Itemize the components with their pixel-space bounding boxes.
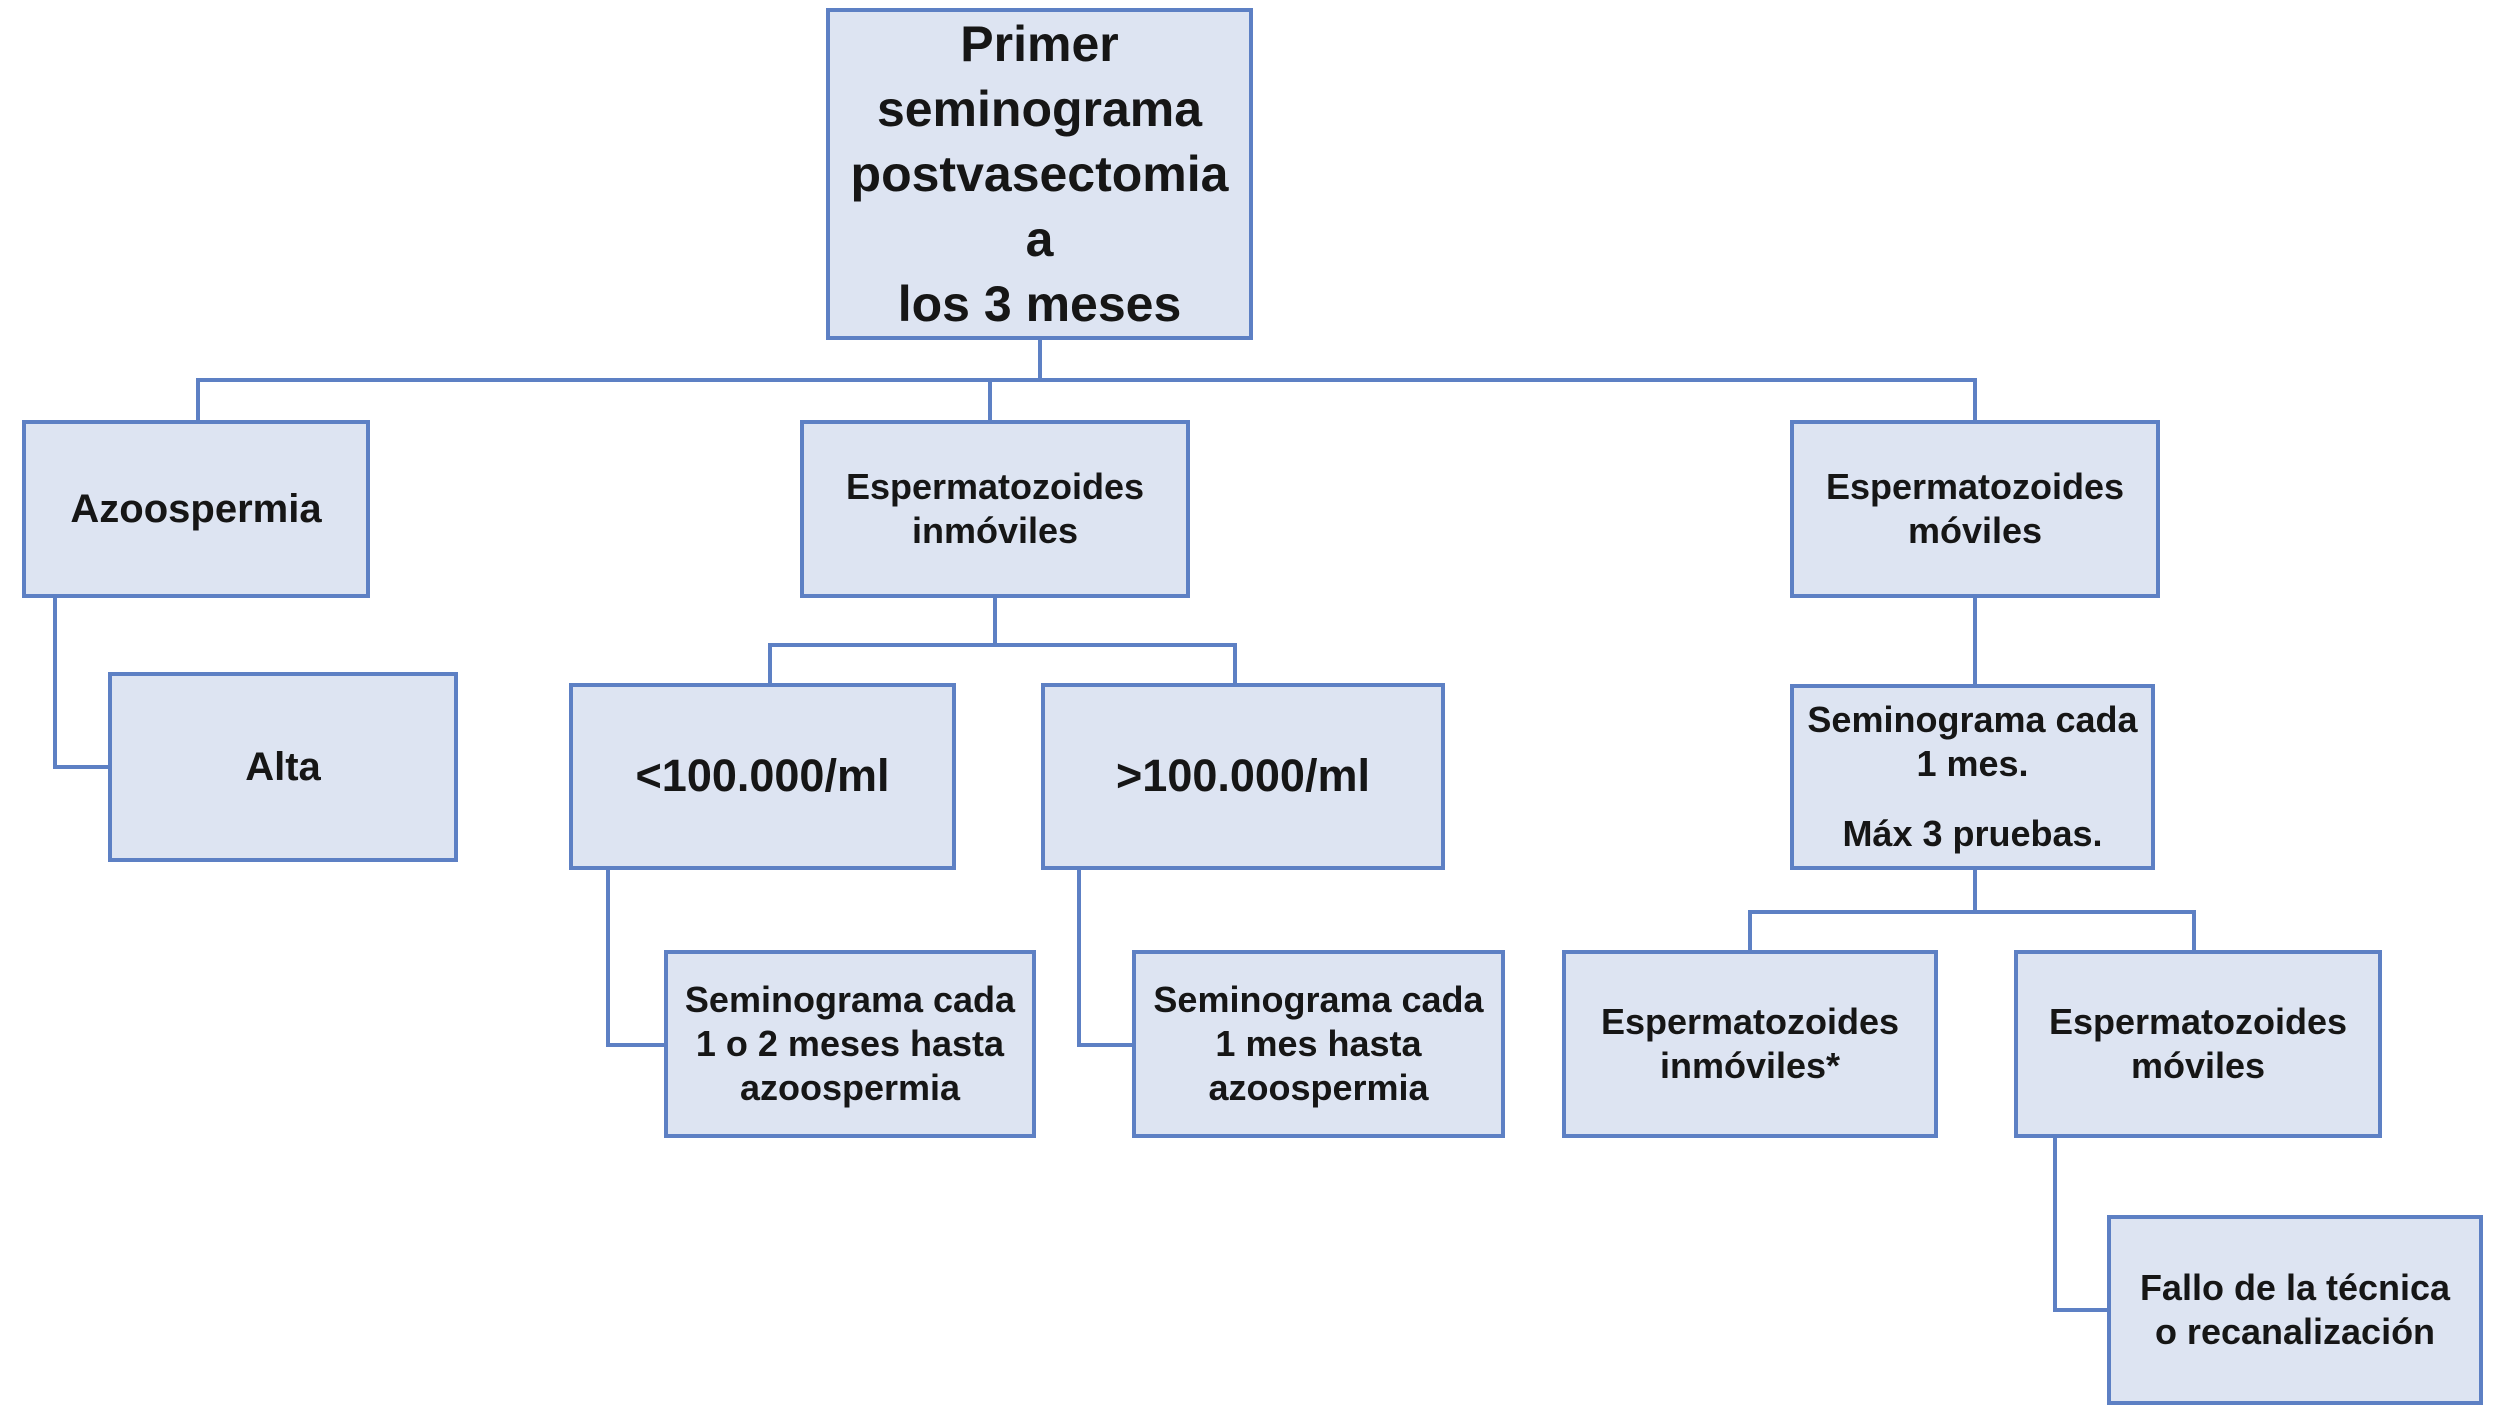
node-espermatozoides-moviles: Espermatozoides móviles bbox=[1790, 420, 2160, 598]
node-fallo-tecnica-recanalizacion-label: Fallo de la técnica o recanalización bbox=[2139, 1267, 2451, 1352]
connector-root-inmoviles bbox=[988, 340, 1042, 420]
connector-root-moviles bbox=[1038, 340, 1977, 420]
connector-semino-max3-inmoviles-star bbox=[1748, 868, 1977, 950]
node-espermatozoides-inmoviles-star-label: Espermatozoides inmóviles* bbox=[1600, 1001, 1900, 1086]
node-fallo-tecnica-recanalizacion: Fallo de la técnica o recanalización bbox=[2107, 1215, 2483, 1405]
node-gt-100000-ml: >100.000/ml bbox=[1041, 683, 1445, 870]
node-espermatozoides-moviles-2: Espermatozoides móviles bbox=[2014, 950, 2382, 1138]
connector-inmoviles-gt100k bbox=[993, 598, 1237, 683]
node-espermatozoides-inmoviles-star: Espermatozoides inmóviles* bbox=[1562, 950, 1938, 1138]
node-espermatozoides-moviles-2-label: Espermatozoides móviles bbox=[2048, 1001, 2348, 1086]
node-alta-label: Alta bbox=[245, 744, 321, 789]
node-lt-100000-ml-label: <100.000/ml bbox=[635, 750, 890, 802]
node-alta: Alta bbox=[108, 672, 458, 862]
node-primer-seminograma-label: Primer seminograma postvasectomia a los … bbox=[850, 15, 1229, 332]
connector-root-azoospermia bbox=[196, 340, 1042, 420]
connector-inmoviles-lt100k bbox=[768, 598, 997, 683]
connector-lt100k-semino-1-2 bbox=[606, 868, 664, 1047]
node-seminograma-cada-1-o-2-meses-label: Seminograma cada 1 o 2 meses hasta azoos… bbox=[684, 979, 1016, 1108]
connector-semino-max3-moviles-2 bbox=[1973, 868, 2196, 950]
node-azoospermia-label: Azoospermia bbox=[70, 486, 322, 531]
node-seminograma-cada-1-mes-max-3-label: Seminograma cada 1 mes. bbox=[1807, 699, 2138, 785]
node-seminograma-cada-1-mes-max-3-label2: Máx 3 pruebas. bbox=[1842, 812, 2103, 854]
connector-azoospermia-alta bbox=[53, 596, 110, 769]
node-lt-100000-ml: <100.000/ml bbox=[569, 683, 956, 870]
node-azoospermia: Azoospermia bbox=[22, 420, 370, 598]
node-gt-100000-ml-label: >100.000/ml bbox=[1116, 750, 1370, 802]
node-seminograma-cada-1-o-2-meses: Seminograma cada 1 o 2 meses hasta azoos… bbox=[664, 950, 1036, 1138]
node-espermatozoides-inmoviles: Espermatozoides inmóviles bbox=[800, 420, 1190, 598]
connector-moviles-2-fallo bbox=[2053, 1138, 2107, 1312]
node-espermatozoides-inmoviles-label: Espermatozoides inmóviles bbox=[845, 466, 1145, 551]
node-primer-seminograma: Primer seminograma postvasectomia a los … bbox=[826, 8, 1253, 340]
connector-gt100k-semino-1 bbox=[1077, 868, 1132, 1047]
node-seminograma-cada-1-mes-label: Seminograma cada 1 mes hasta azoospermia bbox=[1153, 979, 1484, 1108]
node-seminograma-cada-1-mes: Seminograma cada 1 mes hasta azoospermia bbox=[1132, 950, 1505, 1138]
node-seminograma-cada-1-mes-max-3: Seminograma cada 1 mes. Máx 3 pruebas. bbox=[1790, 684, 2155, 870]
node-espermatozoides-moviles-label: Espermatozoides móviles bbox=[1825, 466, 2125, 551]
